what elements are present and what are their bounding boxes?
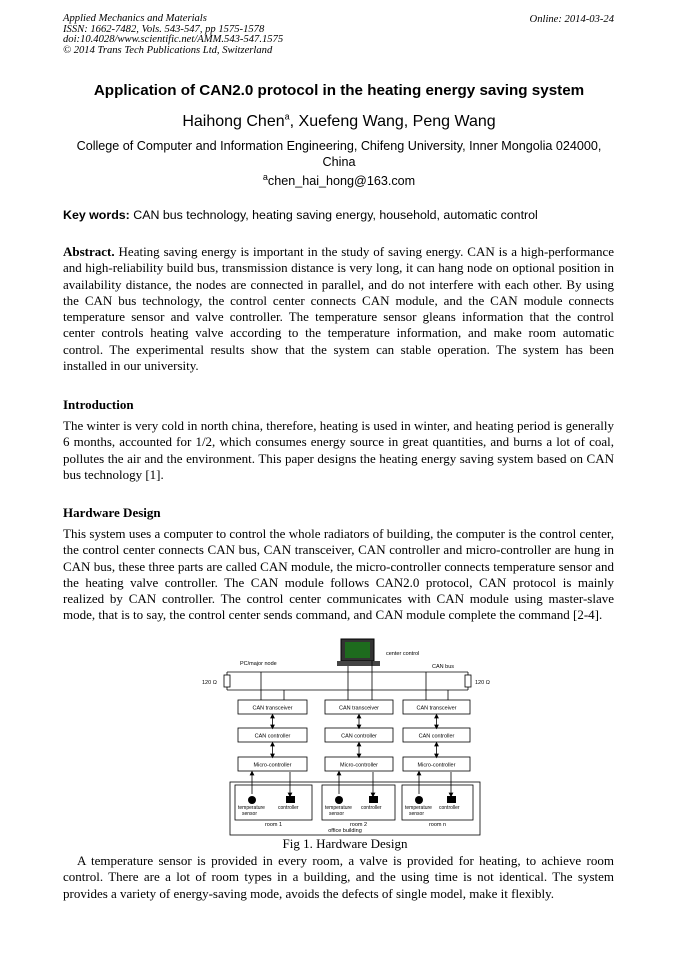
controller-label: controller <box>439 805 460 811</box>
online-date: Online: 2014-03-24 <box>529 14 614 25</box>
computer-icon <box>337 638 380 666</box>
micro-controller-box-label: Micro-controller <box>340 763 378 769</box>
center-control-label: center control <box>386 651 419 657</box>
keywords: Key words: CAN bus technology, heating s… <box>63 208 538 222</box>
resistor-right-label: 120 Ω <box>475 680 490 686</box>
can-controller-box-label: CAN controller <box>419 734 455 740</box>
room-label: room 1 <box>265 822 282 828</box>
email-address[interactable]: chen_hai_hong@163.com <box>267 174 416 188</box>
temperature-label: temperature <box>238 805 265 811</box>
room-box <box>234 784 313 821</box>
temperature-label: temperature <box>325 805 352 811</box>
journal-header: Applied Mechanics and Materials ISSN: 16… <box>63 13 284 56</box>
temperature-label: temperature <box>405 805 432 811</box>
temperature-sensor-icon <box>248 796 256 804</box>
room-label: room 2 <box>350 822 367 828</box>
room-label: room n <box>429 822 446 828</box>
building-label: office building <box>328 828 362 834</box>
room-box <box>401 784 474 821</box>
hardware-text-2: A temperature sensor is provided in ever… <box>63 853 614 901</box>
sensor-label: sensor <box>409 811 424 817</box>
micro-controller-box-label: Micro-controller <box>418 763 456 769</box>
issn: ISSN: 1662-7482, Vols. 543-547, pp 1575-… <box>63 23 265 35</box>
valve-controller-icon <box>369 796 378 803</box>
abstract-label: Abstract. <box>63 244 115 259</box>
keywords-label: Key words: <box>63 208 130 222</box>
affiliation: College of Computer and Information Engi… <box>76 139 602 169</box>
sensor-label: sensor <box>329 811 344 817</box>
hardware-text: This system uses a computer to control t… <box>63 526 614 623</box>
keywords-text: CAN bus technology, heating saving energ… <box>129 208 538 222</box>
email: achen_hai_hong@163.com <box>0 171 678 188</box>
journal-name: Applied Mechanics and Materials <box>63 13 207 24</box>
controller-label: controller <box>278 805 299 811</box>
micro-controller-box-label: Micro-controller <box>254 763 292 769</box>
temperature-sensor-icon <box>415 796 423 804</box>
author-sup: a <box>284 111 290 122</box>
doi: doi:10.4028/www.scientific.net/AMM.543-5… <box>63 34 284 46</box>
intro-text: The winter is very cold in north china, … <box>63 418 614 482</box>
temperature-sensor-icon <box>335 796 343 804</box>
figure-caption: Fig 1. Hardware Design <box>282 836 408 851</box>
intro-heading: Introduction <box>63 397 134 412</box>
can-transceiver-box-label: CAN transceiver <box>416 706 456 712</box>
can-controller-box-label: CAN controller <box>255 734 291 740</box>
building-box <box>229 781 481 836</box>
can-transceiver-box-label: CAN transceiver <box>339 706 379 712</box>
pc-node-label: PC/major node <box>240 661 277 667</box>
copyright: © 2014 Trans Tech Publications Ltd, Swit… <box>63 44 273 56</box>
other-authors: , Xuefeng Wang, Peng Wang <box>289 113 496 130</box>
valve-controller-icon <box>286 796 295 803</box>
resistor-left-label: 120 Ω <box>202 680 217 686</box>
sensor-label: sensor <box>242 811 257 817</box>
authors: Haihong Chena, Xuefeng Wang, Peng Wang <box>0 111 678 131</box>
abstract-text: Heating saving energy is important in th… <box>63 244 614 374</box>
can-controller-box-label: CAN controller <box>341 734 377 740</box>
paper-title: Application of CAN2.0 protocol in the he… <box>93 82 585 99</box>
controller-label: controller <box>361 805 382 811</box>
abstract: Abstract. Heating saving energy is impor… <box>63 244 614 374</box>
resistor-right <box>464 674 472 688</box>
valve-controller-icon <box>447 796 456 803</box>
hardware-heading: Hardware Design <box>63 505 161 520</box>
resistor-left <box>223 674 231 688</box>
author: Haihong Chen <box>182 113 285 130</box>
can-bus-label: CAN bus <box>432 664 454 670</box>
can-transceiver-box-label: CAN transceiver <box>252 706 292 712</box>
room-box <box>321 784 396 821</box>
email-sup: a <box>262 171 268 182</box>
